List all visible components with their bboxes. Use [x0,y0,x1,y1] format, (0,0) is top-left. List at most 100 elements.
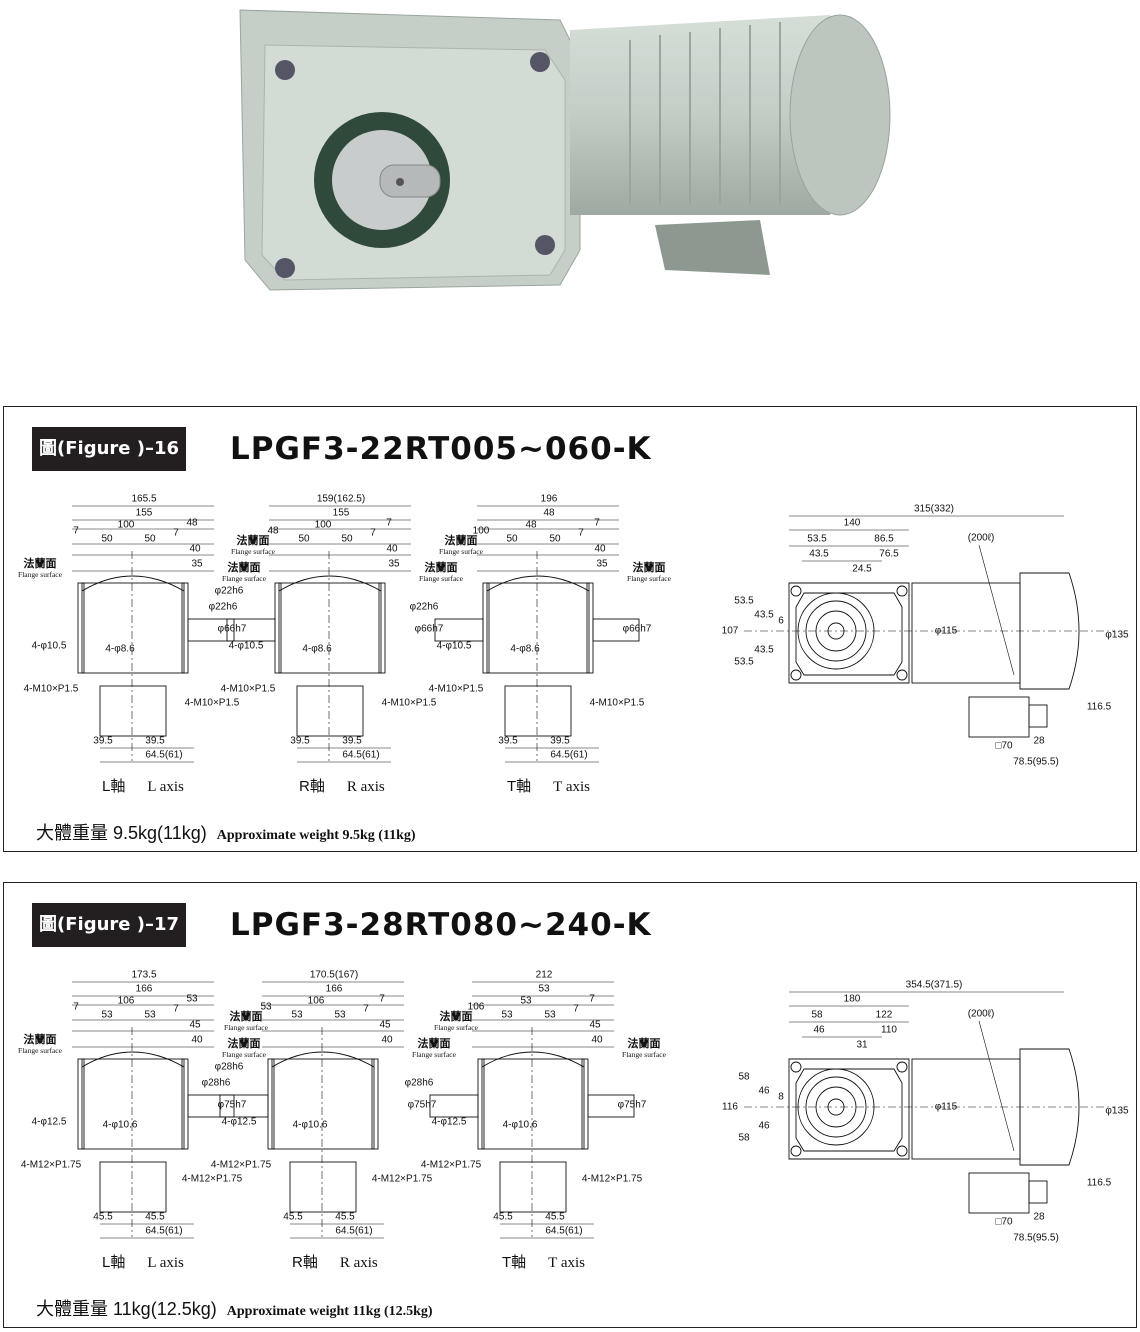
dimension-label: 35 [596,558,608,570]
dimension-label: 7 [363,1003,369,1015]
dimension-label: 45 [189,1019,201,1031]
dimension-label: 4-M10×P1.5 [381,697,437,709]
drawing-linework [72,505,1114,763]
approx-weight: 大體重量 9.5kg(11kg)Approximate weight 9.5kg… [36,819,416,845]
dimension-label: 7 [379,993,385,1005]
dimension-label: 4-M10×P1.5 [220,683,276,695]
dimension-label: 53.5 [807,533,827,545]
approx-weight: 大體重量 11kg(12.5kg)Approximate weight 11kg… [36,1295,433,1321]
dimension-label: φ66h7 [414,623,444,635]
dimension-label: 4-φ8.6 [510,643,540,655]
front-view [744,991,1114,1214]
flange-surface-label-en: Flange surface [434,1023,478,1032]
axis-caption-cn: R軸 [292,1254,318,1271]
dimension-label: 45.5 [545,1211,565,1223]
flange-surface-label-en: Flange surface [622,1050,666,1059]
dimension-label: 53 [101,1009,113,1021]
dimension-label: 40 [189,543,201,555]
dimension-label: □70 [995,1216,1013,1228]
dimension-label: 50 [298,533,310,545]
dimension-label: 4-M12×P1.75 [420,1159,482,1171]
dimension-label: 24.5 [852,563,872,575]
dimension-label: 7 [173,527,179,539]
weight-en: Approximate weight 9.5kg (11kg) [216,828,416,843]
r-axis-view [226,505,411,763]
dimension-label: 43.5 [809,548,829,560]
dimension-label: 107 [721,625,739,637]
dimension-label: 53.5 [734,656,754,668]
dimension-label: 76.5 [879,548,899,560]
axis-caption-cn: R軸 [299,778,325,795]
l-axis-view [72,505,235,763]
flange-surface-label-cn: 法蘭面 [444,535,478,547]
flange-surface-label-cn: 法蘭面 [23,1034,57,1046]
dimension-label: 6 [778,615,784,627]
dimension-label: 40 [191,1034,203,1046]
flange-surface-label-cn: 法蘭面 [627,1038,661,1050]
dimension-label: 43.5 [754,609,774,621]
dimension-label: 100 [472,525,490,537]
dimension-label: 315(332) [913,503,955,515]
dimension-label: 4-M10×P1.5 [23,683,79,695]
dimension-label: 40 [381,1034,393,1046]
dimension-label: 48 [267,525,279,537]
dimension-label: 45.5 [93,1211,113,1223]
dimension-label: 140 [843,517,861,529]
dimension-label: 7 [594,517,600,529]
dimension-label: 7 [73,1001,79,1013]
dimension-label: 28 [1033,735,1045,747]
model-title: LPGF3-22RT005~060-K [230,431,652,467]
gearmotor-photo [239,9,891,291]
dimension-label: (200ℓ) [967,1008,995,1020]
flange-surface-label-cn: 法蘭面 [23,558,57,570]
dimension-label: 4-φ10.5 [31,640,67,652]
dimension-label: 212 [535,969,553,981]
axis-caption: R軸 R axis [292,1251,378,1272]
dimension-label: 39.5 [145,735,165,747]
dimension-label: φ75h7 [617,1099,647,1111]
dimension-label: φ66h7 [622,623,652,635]
dimension-label: 53 [334,1009,346,1021]
l-axis-view [72,981,235,1239]
flange-surface-label-cn: 法蘭面 [227,1038,261,1050]
flange-surface-label-en: Flange surface [412,1050,456,1059]
dimension-label: 64.5(61) [545,1225,583,1237]
flange-surface-label-en: Flange surface [18,570,62,579]
flange-surface-label-cn: 法蘭面 [632,562,666,574]
dimension-label: 4-M12×P1.75 [181,1173,243,1185]
dimension-label: 50 [101,533,113,545]
dimension-label: φ135 [1105,629,1129,641]
dimension-label: φ115 [934,1101,958,1113]
dimension-label: φ75h7 [407,1099,437,1111]
dimension-label: 58 [811,1009,823,1021]
dimension-label: 116.5 [1086,701,1112,713]
dimension-label: 4-M12×P1.75 [20,1159,82,1171]
dimension-label: φ66h7 [217,623,247,635]
dimension-label: 155 [332,507,350,519]
flange-surface-label-cn: 法蘭面 [417,1038,451,1050]
dimension-label: 45 [589,1019,601,1031]
dimension-label: 106 [307,995,325,1007]
flange-surface-label-en: Flange surface [231,547,275,556]
figure-badge: 圖(Figure )–16 [32,427,187,471]
dimension-label: 45.5 [493,1211,513,1223]
axis-caption-en: L axis [147,779,184,795]
axis-caption-en: R axis [339,1255,378,1271]
dimension-label: φ28h6 [201,1077,231,1089]
dimension-label: 4-M10×P1.5 [184,697,240,709]
dimension-label: 64.5(61) [145,1225,183,1237]
dimension-label: 48 [543,507,555,519]
dimension-label: 64.5(61) [145,749,183,761]
dimension-label: 7 [386,517,392,529]
dimension-label: (200ℓ) [967,532,995,544]
dimension-label: 78.5(95.5) [1013,1232,1059,1244]
dimension-label: φ22h6 [208,601,238,613]
flange-surface-label-cn: 法蘭面 [439,1011,473,1023]
dimension-label: φ28h6 [404,1077,434,1089]
dimension-label: 39.5 [93,735,113,747]
dimension-label: φ135 [1105,1105,1129,1117]
dimension-label: 116 [722,1101,738,1113]
